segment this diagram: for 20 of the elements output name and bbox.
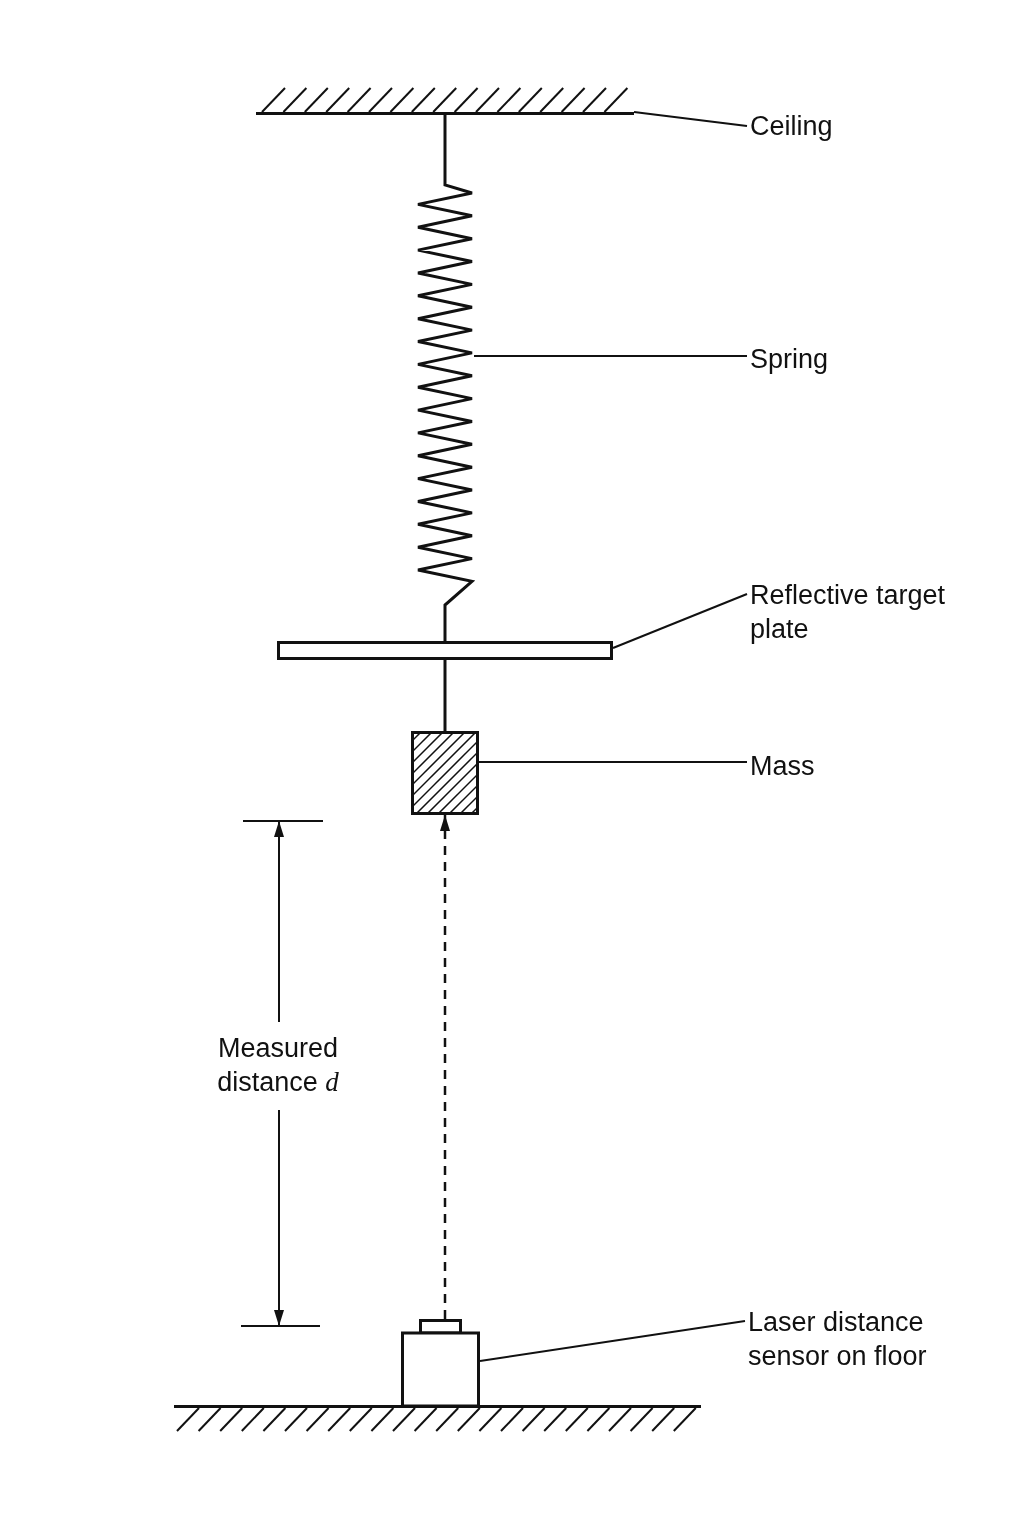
leader-line (612, 593, 748, 649)
dashed-arrow (440, 815, 450, 1319)
hatched-mass-block (411, 731, 479, 815)
leader-line (633, 111, 748, 127)
part-label: Ceiling (750, 109, 833, 143)
connecting-rod (443, 660, 447, 731)
target-plate (277, 641, 613, 660)
leader-line (479, 1320, 746, 1362)
leader-line (473, 355, 748, 357)
part-label: Mass (750, 749, 815, 783)
coil-spring (416, 183, 474, 608)
leader-line (478, 761, 748, 763)
part-label: Reflective target plate (750, 578, 956, 646)
hatched-ceiling (256, 86, 634, 115)
laser-sensor (401, 1319, 480, 1407)
part-label: Spring (750, 342, 829, 376)
part-label: Laser distance sensor on floor (748, 1305, 938, 1373)
dimension-label: Measured distance d (216, 1032, 340, 1099)
connecting-rod (443, 115, 447, 183)
connecting-rod (443, 608, 447, 641)
